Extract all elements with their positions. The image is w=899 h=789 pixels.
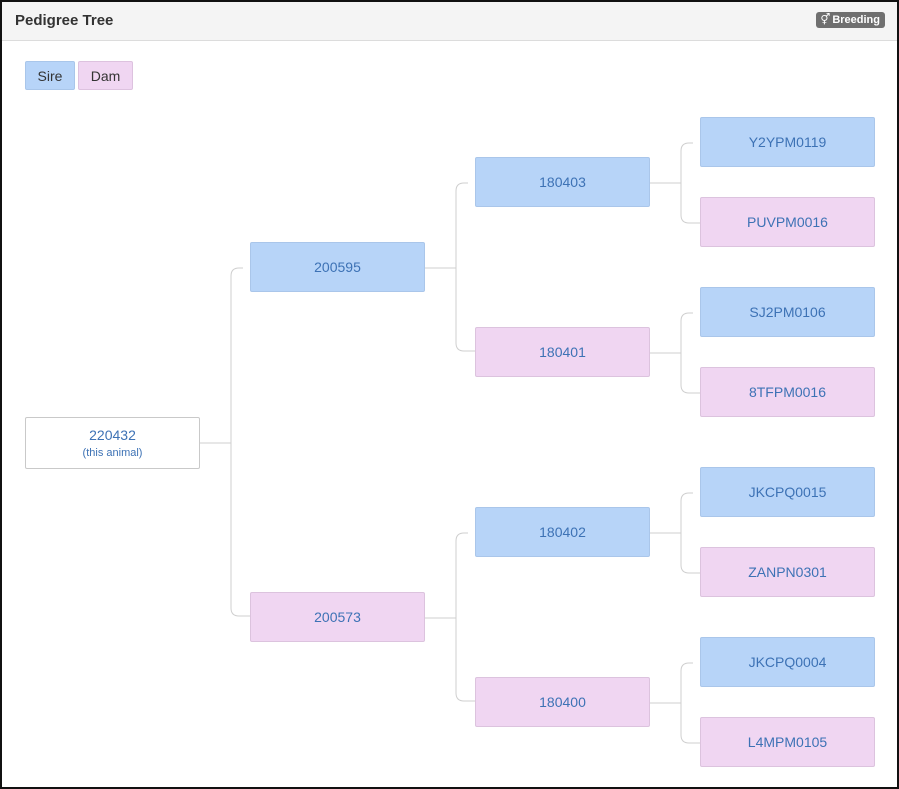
- node-self[interactable]: 220432 (this animal): [25, 417, 200, 469]
- node-dam[interactable]: 200573: [250, 592, 425, 642]
- gender-icon: ⚥: [820, 14, 831, 26]
- connector-gp1: [650, 142, 700, 224]
- node-sire-dam[interactable]: 180401: [475, 327, 650, 377]
- legend-dam: Dam: [78, 61, 133, 90]
- node-great-grandparent-1[interactable]: Y2YPM0119: [700, 117, 875, 167]
- connector-gp2: [650, 312, 700, 394]
- connector-self-parents: [200, 267, 250, 617]
- connector-sire-grandparents: [425, 182, 475, 352]
- node-great-grandparent-2[interactable]: PUVPM0016: [700, 197, 875, 247]
- legend-sire: Sire: [25, 61, 75, 90]
- node-sire[interactable]: 200595: [250, 242, 425, 292]
- node-dam-dam[interactable]: 180400: [475, 677, 650, 727]
- connector-gp3: [650, 492, 700, 574]
- breeding-badge: ⚥ Breeding: [816, 12, 885, 28]
- connector-gp4: [650, 662, 700, 744]
- panel-header: Pedigree Tree ⚥ Breeding: [2, 2, 897, 41]
- connector-dam-grandparents: [425, 532, 475, 702]
- node-dam-sire[interactable]: 180402: [475, 507, 650, 557]
- node-great-grandparent-5[interactable]: JKCPQ0015: [700, 467, 875, 517]
- node-self-id: 220432: [89, 427, 136, 443]
- node-great-grandparent-7[interactable]: JKCPQ0004: [700, 637, 875, 687]
- node-sire-sire[interactable]: 180403: [475, 157, 650, 207]
- node-self-note: (this animal): [82, 447, 143, 459]
- node-great-grandparent-8[interactable]: L4MPM0105: [700, 717, 875, 767]
- node-great-grandparent-6[interactable]: ZANPN0301: [700, 547, 875, 597]
- breeding-badge-label: Breeding: [832, 14, 880, 26]
- node-great-grandparent-4[interactable]: 8TFPM0016: [700, 367, 875, 417]
- node-great-grandparent-3[interactable]: SJ2PM0106: [700, 287, 875, 337]
- page-title: Pedigree Tree: [15, 12, 114, 29]
